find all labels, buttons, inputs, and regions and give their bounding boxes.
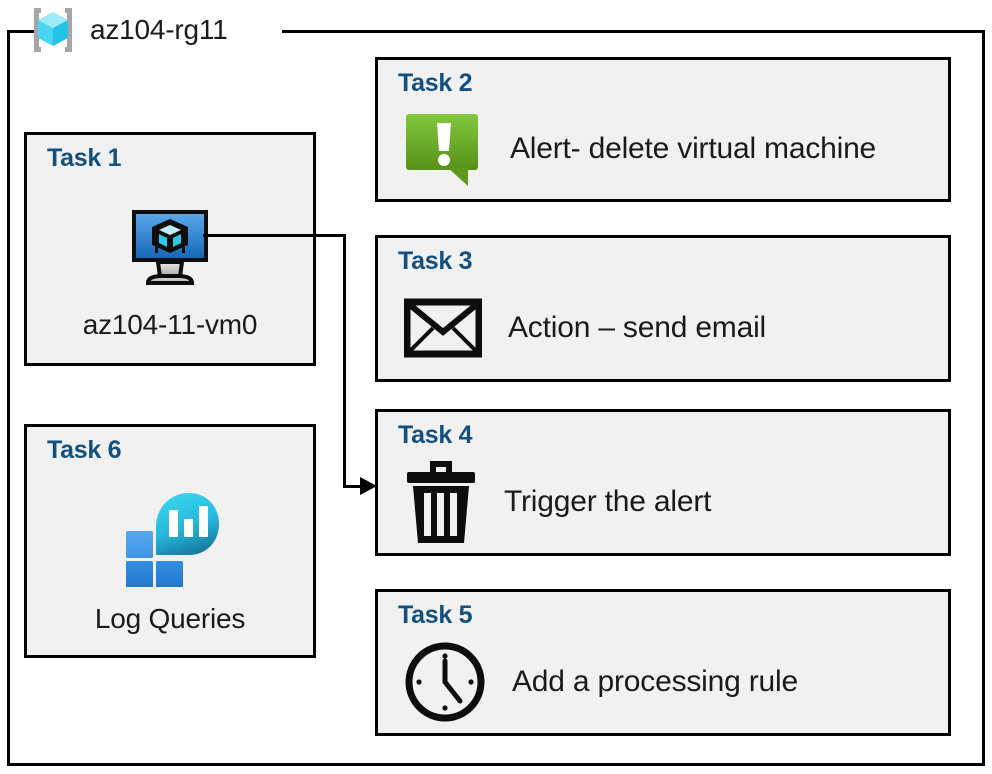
resource-group-frame-top-right-stub [282,30,985,33]
task2-content: Alert- delete virtual machine [404,102,938,195]
task1-content: az104-11-vm0 [27,175,313,363]
task6-caption: Log Queries [94,603,246,634]
task2-caption: Alert- delete virtual machine [510,131,877,165]
task3-caption: Action – send email [508,310,767,344]
task-label: Task 5 [398,601,473,629]
task-label: Task 4 [398,421,473,449]
resource-group-frame [7,30,985,766]
task-box-task5[interactable]: Task 5 Add a processing rule [375,589,951,736]
task4-caption: Trigger the alert [504,484,712,518]
task1-caption: az104-11-vm0 [82,309,258,340]
resource-group-title: az104-rg11 [90,14,228,45]
resource-group-header: az104-rg11 [28,3,228,57]
connector-arrowhead-right-icon [360,477,377,495]
task3-content: Action – send email [404,280,938,375]
virtual-machine-icon [132,210,208,285]
task-label: Task 1 [47,144,122,172]
task-label: Task 3 [398,247,473,275]
task5-caption: Add a processing rule [512,664,798,698]
task-label: Task 6 [47,436,122,464]
task-box-task6[interactable]: Task 6 [24,424,316,658]
clock-icon [405,642,485,721]
alert-callout-icon [406,113,478,186]
envelope-icon [404,298,482,357]
task-box-task3[interactable]: Task 3 Action – send email [375,235,951,382]
task5-content: Add a processing rule [404,634,938,729]
trash-bin-icon [407,460,475,543]
resource-group-cube-icon [34,8,72,52]
task6-content: Log Queries [27,467,313,655]
log-analytics-icon [126,493,219,587]
task-label: Task 2 [398,69,473,97]
task-box-task1[interactable]: Task 1 [24,132,316,366]
connector-segment-vertical [343,234,346,487]
task-box-task2[interactable]: Task 2 Alert- delete virtual machine [375,57,951,202]
task-box-task4[interactable]: Task 4 Trigger the alert [375,409,951,556]
task4-content: Trigger the alert [404,454,938,549]
resource-group-frame-top-left-stub [7,30,35,33]
connector-segment-horizontal-bottom [343,485,367,488]
connector-segment-horizontal-top [203,234,346,237]
